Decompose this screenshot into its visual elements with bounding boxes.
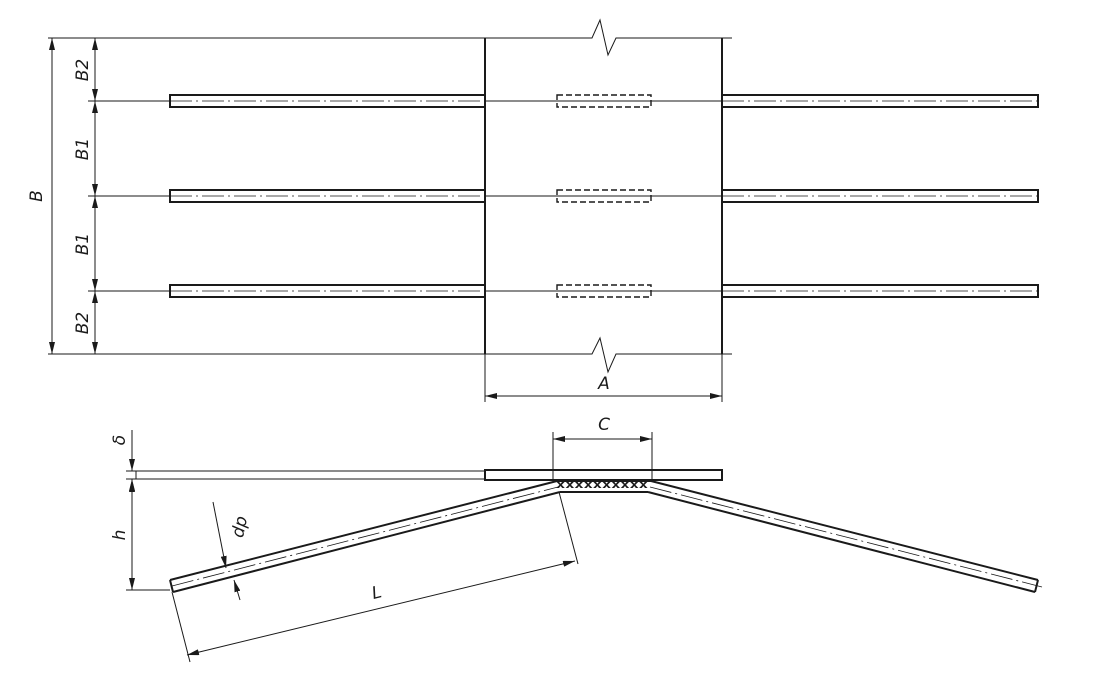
dimension-L: L	[171, 491, 579, 663]
rib-hidden-segment	[556, 284, 652, 298]
top-break-line	[485, 18, 732, 57]
dimension-label-dp: dp	[228, 514, 252, 539]
dimension-label-B: B	[27, 190, 47, 202]
dimension-A: A	[484, 354, 723, 402]
dimension-chain: B2 B1 B1 B2	[73, 38, 102, 354]
dimension-label-delta: δ	[110, 435, 130, 445]
dimension-label-B2-top: B2	[73, 59, 93, 81]
dimension-label-B1-lower: B1	[73, 233, 93, 255]
dimension-label-C: C	[598, 415, 610, 435]
rib-hidden-segment	[556, 189, 652, 203]
dimension-label-B2-bottom: B2	[73, 312, 93, 334]
dimension-B: B	[27, 38, 55, 354]
dimension-label-h: h	[110, 530, 130, 541]
dimension-label-A: A	[597, 374, 610, 394]
section-view: xxxxxxxxxx C δ h dp	[110, 415, 1043, 663]
rib-row-1	[95, 94, 1042, 108]
dimension-C: C	[552, 415, 653, 480]
dimension-delta: δ	[110, 430, 140, 496]
rib-row-3	[95, 284, 1042, 298]
rib-hidden-segment	[556, 94, 652, 108]
dimension-label-L: L	[370, 582, 384, 604]
sheet-left	[135, 470, 486, 480]
bottom-break-line	[485, 336, 732, 374]
dimension-dp: dp	[212, 501, 252, 601]
plan-view: B B2 B1 B1 B2 A	[27, 18, 1042, 402]
weld-symbol: xxxxxxxxxx	[556, 478, 649, 491]
rib-row-2	[95, 189, 1042, 203]
dimension-label-B1-upper: B1	[73, 138, 93, 160]
dimension-h: h	[110, 480, 170, 591]
rib-right-inclined	[647, 480, 1043, 593]
